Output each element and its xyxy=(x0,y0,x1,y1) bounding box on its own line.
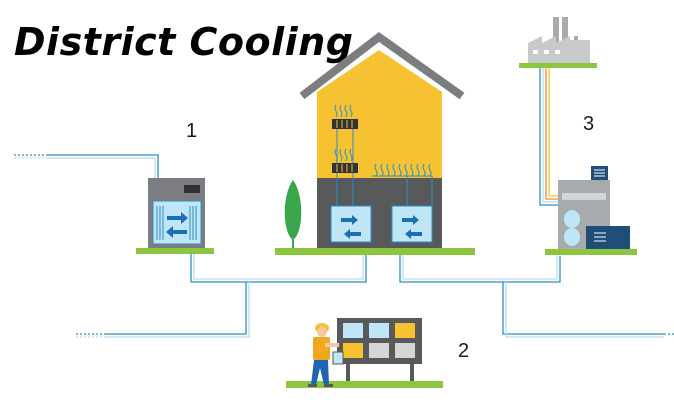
building-1-coil xyxy=(156,206,197,240)
control-ground xyxy=(286,381,443,388)
factory-ground xyxy=(519,63,597,68)
house-ground xyxy=(275,248,475,255)
control-board xyxy=(286,318,443,388)
building-1 xyxy=(136,178,214,254)
arrow-left-icon xyxy=(344,229,361,239)
pipe-branch-right xyxy=(502,282,664,335)
pipe-branch-left-light xyxy=(106,282,250,338)
house-roof xyxy=(299,32,465,100)
plant-ground xyxy=(545,249,637,255)
factory-supply-pipes xyxy=(539,68,562,206)
arrow-right-icon xyxy=(167,212,188,224)
label-3: 3 xyxy=(583,113,595,135)
diagram-title: District Cooling xyxy=(14,20,354,64)
cooling-waves xyxy=(334,104,432,177)
arrow-right-icon xyxy=(341,215,358,225)
plant-tank-top xyxy=(564,210,580,228)
pipe-branch-left xyxy=(106,282,247,335)
cooling-plant xyxy=(545,166,637,255)
pipe-main-house xyxy=(246,248,367,283)
pipe-house-plant-light xyxy=(402,248,558,280)
plant-panel xyxy=(586,226,630,249)
building-1-vent xyxy=(184,185,200,193)
pipe-house-plant xyxy=(399,248,561,283)
pipe-in-top-left xyxy=(46,154,159,212)
label-1: 1 xyxy=(186,120,198,142)
arrow-left-icon xyxy=(405,229,422,239)
label-2: 2 xyxy=(458,340,470,362)
pipe-in-top-left-light xyxy=(46,157,156,212)
worker-icon xyxy=(308,323,344,387)
house-gable-fill xyxy=(317,52,442,92)
building-1-ground xyxy=(136,248,214,254)
factory-icon xyxy=(519,17,597,68)
arrow-left-icon xyxy=(166,226,187,238)
tree-icon xyxy=(284,180,302,248)
arrow-right-icon xyxy=(402,215,419,225)
radiator-lower xyxy=(332,163,358,173)
house-exchanger-right xyxy=(391,205,433,243)
pipe-dotted-ends xyxy=(14,154,674,338)
pipe-b1-down xyxy=(190,248,246,283)
pipe-branch-right-light xyxy=(505,282,664,338)
plant-tank-bottom xyxy=(564,228,580,246)
pipe-b1-down-light xyxy=(193,248,246,280)
house-exchanger-left xyxy=(330,205,372,243)
house xyxy=(275,32,475,255)
pipe-main-house-light xyxy=(246,248,364,280)
pipe-network xyxy=(46,154,664,338)
radiator-upper xyxy=(332,119,358,129)
